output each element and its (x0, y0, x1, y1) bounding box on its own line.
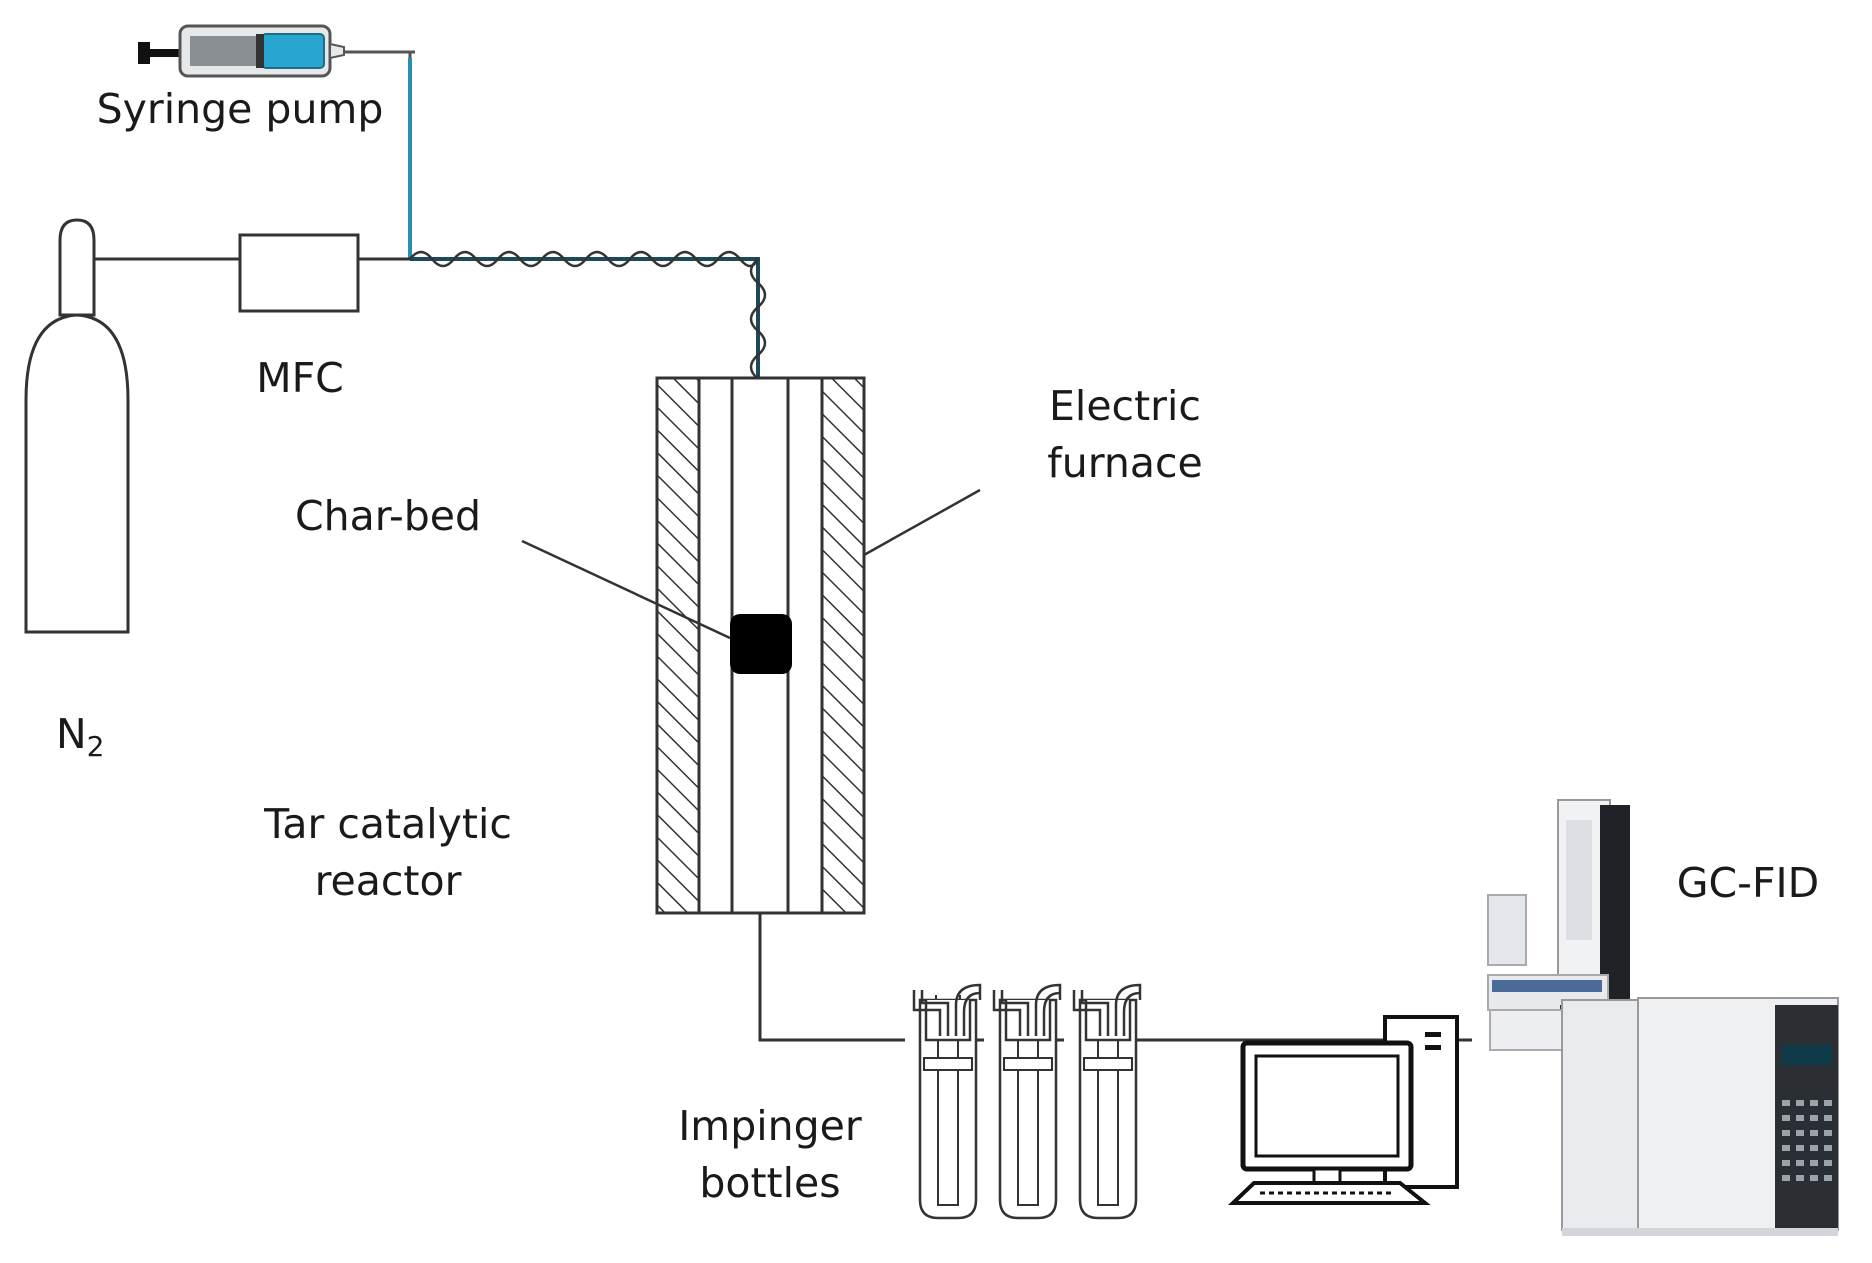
gc-fid-label: GC-FID (1677, 859, 1819, 907)
heated-feed-line (410, 257, 760, 378)
electric-furnace-label-line2: furnace (1047, 439, 1202, 487)
impinger-bottle-icon (992, 983, 1062, 1220)
tar-reactor-label-line2: reactor (315, 857, 462, 905)
furnace-wall-left (655, 376, 701, 915)
impinger-bottle-icon (1072, 983, 1142, 1220)
syringe-pump-icon (138, 24, 415, 78)
heating-tape-horizontal (409, 250, 760, 268)
char-bed-leader-line (521, 539, 731, 640)
n2-label-subscript: 2 (87, 730, 105, 763)
mfc-label: MFC (256, 354, 344, 402)
furnace-leader-line (863, 488, 981, 557)
syringe-pump-label: Syringe pump (97, 85, 384, 133)
impinger-bottle-icon (912, 983, 982, 1220)
char-bed-label: Char-bed (295, 492, 481, 540)
gc-fid-instrument-icon (1487, 799, 1839, 1236)
n2-label: N2 (56, 710, 105, 763)
computer-icon (1228, 1015, 1459, 1205)
heating-tape-vertical (749, 258, 767, 380)
impinger-label-line1: Impinger (678, 1102, 862, 1150)
furnace-wall-right (820, 376, 866, 915)
tar-reactor-label-line1: Tar catalytic (263, 800, 512, 848)
n2-cylinder-icon (24, 218, 130, 634)
n2-label-base: N (56, 710, 87, 758)
electric-furnace-label-line1: Electric (1049, 382, 1201, 430)
char-bed-block (730, 614, 792, 674)
impinger-label-line2: bottles (699, 1159, 840, 1207)
outlet-line (758, 913, 905, 1042)
tar-catalytic-reactor (730, 376, 792, 915)
mfc-box (238, 233, 360, 313)
